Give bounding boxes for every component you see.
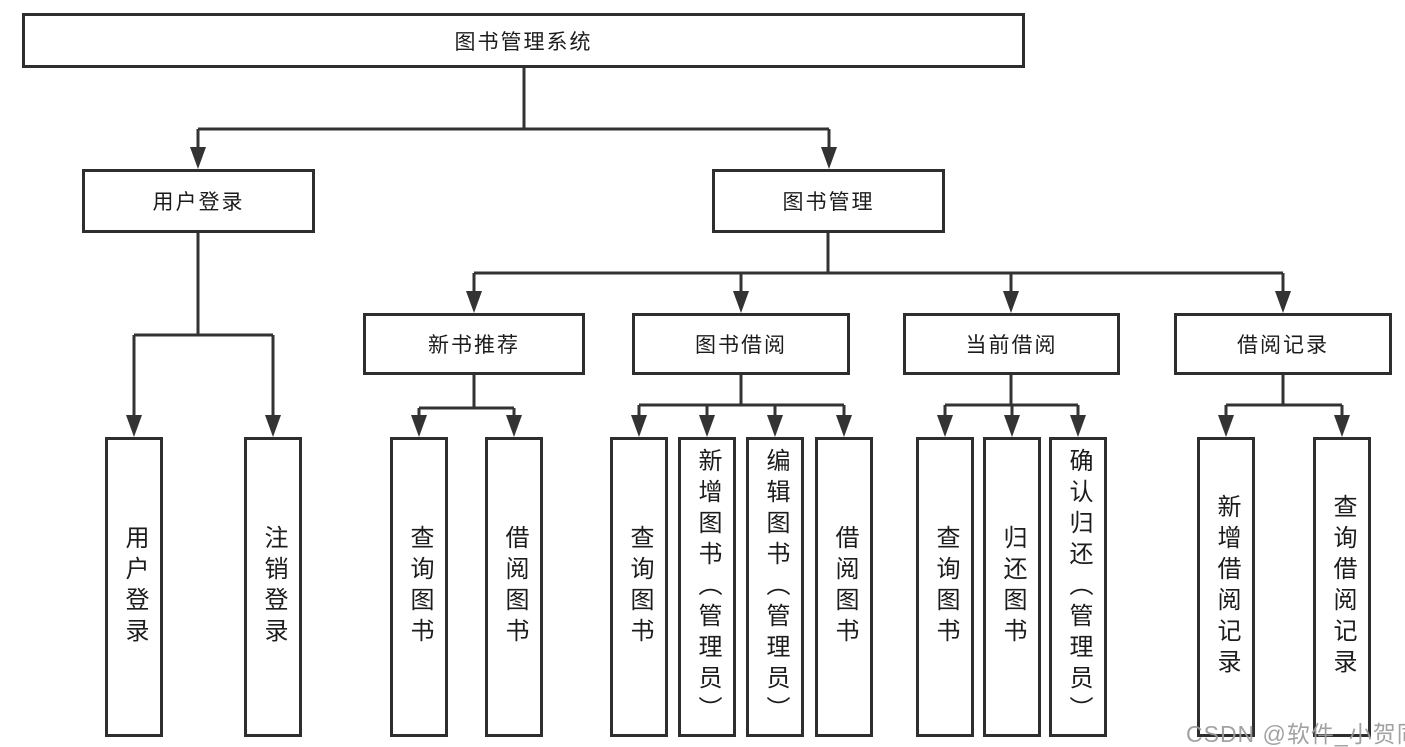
node-leaf-borrow-books: 借阅图书 — [485, 437, 543, 737]
node-leaf-query-books: 查询图书 — [610, 437, 668, 737]
node-label: 编辑图书（管理员） — [762, 447, 789, 727]
connector-current-to-leaves — [937, 375, 1086, 437]
node-leaf-query-borrow-record: 查询借阅记录 — [1313, 437, 1371, 737]
node-label: 新书推荐 — [428, 334, 520, 357]
node-label: 借阅图书 — [831, 525, 858, 649]
node-new-book-recommend: 新书推荐 — [363, 313, 585, 375]
node-label: 借阅记录 — [1237, 334, 1329, 357]
node-leaf-add-books-admin: 新增图书（管理员） — [678, 437, 736, 737]
node-leaf-edit-books-admin: 编辑图书（管理员） — [746, 437, 804, 737]
csdn-watermark: CSDN @软件_小贺同学 — [1186, 721, 1405, 747]
node-user-login: 用户登录 — [82, 169, 315, 233]
connector-records-to-leaves — [1218, 375, 1350, 437]
node-leaf-return-books: 归还图书 — [983, 437, 1041, 737]
node-label: 图书借阅 — [695, 334, 787, 357]
node-library-system: 图书管理系统 — [22, 13, 1025, 68]
node-leaf-query-books: 查询图书 — [390, 437, 448, 737]
node-leaf-confirm-return-admin: 确认归还（管理员） — [1049, 437, 1107, 737]
node-label: 新增借阅记录 — [1213, 494, 1240, 680]
node-leaf-logout: 注销登录 — [244, 437, 302, 737]
node-label: 图书管理 — [782, 191, 875, 214]
node-label: 查询图书 — [932, 525, 959, 649]
connector-newbook-to-leaves — [411, 375, 522, 437]
node-leaf-query-books: 查询图书 — [916, 437, 974, 737]
connector-root-to-level2 — [190, 68, 837, 169]
node-label: 当前借阅 — [965, 334, 1058, 357]
node-current-borrowing: 当前借阅 — [903, 313, 1120, 375]
node-label: 查询图书 — [626, 525, 653, 649]
node-book-borrowing: 图书借阅 — [632, 313, 850, 375]
node-label: 查询图书 — [406, 525, 433, 649]
connector-borrowing-to-leaves — [631, 375, 852, 437]
node-label: 新增图书（管理员） — [694, 447, 721, 727]
node-label: 注销登录 — [260, 525, 287, 649]
connector-userlogin-to-leaves — [126, 233, 281, 437]
node-borrow-records: 借阅记录 — [1174, 313, 1392, 375]
node-leaf-borrow-books: 借阅图书 — [815, 437, 873, 737]
node-label: 归还图书 — [999, 525, 1026, 649]
node-leaf-add-borrow-record: 新增借阅记录 — [1197, 437, 1255, 737]
node-book-management: 图书管理 — [712, 169, 945, 233]
connector-bookmgmt-to-level3 — [466, 233, 1291, 313]
node-label: 借阅图书 — [501, 525, 528, 649]
node-label: 用户登录 — [121, 525, 148, 649]
node-label: 查询借阅记录 — [1329, 494, 1356, 680]
node-label: 确认归还（管理员） — [1065, 447, 1092, 727]
node-label: 用户登录 — [152, 191, 245, 214]
node-label: 图书管理系统 — [454, 30, 593, 54]
node-leaf-user-login: 用户登录 — [105, 437, 163, 737]
